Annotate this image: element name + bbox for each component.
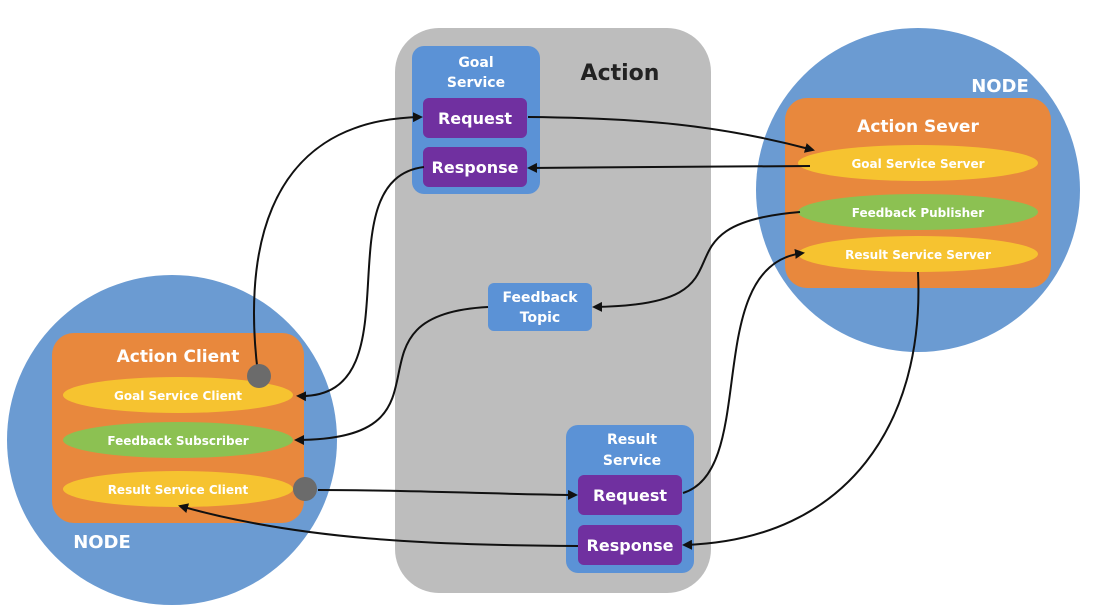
goal-service-client-label: Goal Service Client (114, 389, 242, 403)
goal-service-title-line2: Service (447, 75, 505, 91)
action-server-title: Action Sever (857, 117, 979, 137)
result-request-label: Request (593, 486, 667, 505)
result-request-box (578, 475, 682, 515)
goal-request-label: Request (438, 109, 512, 128)
arrow-goal-request-to-server (527, 116, 815, 153)
arrow-feedback-publisher-to-topic (592, 211, 801, 312)
arrow-goal-client-to-request (252, 112, 423, 375)
feedback-topic-line1: Feedback (502, 290, 578, 306)
result-service-server (798, 236, 1038, 272)
arrow-goal-server-to-response (527, 162, 811, 173)
feedback-subscriber (63, 422, 293, 458)
arrow-goal-response-to-client (296, 166, 425, 402)
feedback-subscriber-label: Feedback Subscriber (107, 434, 248, 448)
goal-response-label: Response (432, 158, 519, 177)
goal-request-box (423, 98, 527, 138)
result-service-client-label: Result Service Client (108, 483, 249, 497)
client-node-label: NODE (73, 532, 131, 553)
feedback-publisher (798, 194, 1038, 230)
result-response-label: Response (587, 536, 674, 555)
server-node-label: NODE (971, 76, 1029, 97)
result-response-box (578, 525, 682, 565)
action-title: Action (581, 61, 660, 86)
feedback-topic-box (488, 283, 592, 331)
arrow-result-request-to-server (682, 248, 805, 494)
feedback-topic-line2: Topic (520, 310, 560, 326)
arrow-feedback-topic-to-subscriber (294, 306, 489, 445)
action-client-title: Action Client (117, 347, 240, 367)
arrow-result-server-to-response (682, 271, 920, 550)
result-service-client (63, 471, 293, 507)
goal-client-connector-dot (247, 364, 271, 388)
arrow-result-client-to-request (317, 489, 578, 500)
goal-service-server-label: Goal Service Server (851, 157, 984, 171)
goal-service-title-line1: Goal (458, 55, 493, 71)
goal-response-box (423, 147, 527, 187)
result-client-connector-dot (293, 477, 317, 501)
goal-service-server (798, 145, 1038, 181)
goal-service-client (63, 377, 293, 413)
result-service-title-line1: Result (607, 432, 657, 448)
feedback-publisher-label: Feedback Publisher (852, 206, 985, 220)
result-service-title-line2: Service (603, 453, 661, 469)
arrow-result-response-to-client (178, 503, 579, 547)
result-service-server-label: Result Service Server (845, 248, 991, 262)
